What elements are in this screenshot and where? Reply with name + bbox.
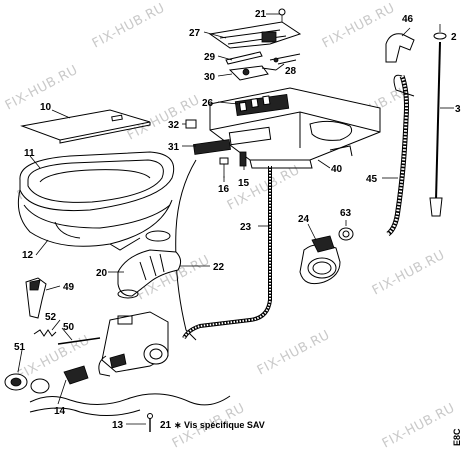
label-49: 49 — [63, 282, 75, 293]
label-21-top: 21 — [255, 9, 267, 20]
label-27: 27 — [189, 28, 201, 39]
label-16: 16 — [218, 184, 230, 195]
label-23: 23 — [240, 222, 252, 233]
part-21-bottom-screw — [147, 413, 153, 432]
part-24-bellows — [299, 235, 341, 285]
label-51: 51 — [14, 342, 26, 353]
label-30: 30 — [204, 72, 216, 83]
part-51-cap — [4, 373, 28, 391]
part-2-washer — [433, 32, 447, 40]
part-45-fill-hose — [386, 74, 415, 236]
part-20-pump-hose — [117, 230, 182, 299]
watermark: FIX-HUB.RU — [370, 248, 448, 299]
part-46-elbow — [385, 33, 415, 63]
label-45: 45 — [366, 174, 378, 185]
part-labels: 21 27 29 30 28 46 2 3 26 32 31 40 45 16 … — [14, 9, 461, 431]
part-63-nut — [338, 227, 354, 241]
corner-code: E8C — [452, 428, 462, 446]
watermark: FIX-HUB.RU — [380, 401, 458, 450]
part-52-spring — [33, 329, 57, 337]
part-23-drain-hose — [182, 166, 272, 339]
watermark: FIX-HUB.RU — [225, 163, 303, 214]
footnote-text: ∗ Vis spécifique SAV — [174, 420, 265, 430]
part-30-latch — [228, 65, 277, 81]
part-11-tub-ring — [19, 151, 175, 212]
part-21-top-screw — [278, 8, 286, 22]
part-10-lid-panel — [20, 109, 151, 144]
label-12: 12 — [22, 250, 34, 261]
label-21-bottom: 21 — [160, 420, 172, 431]
label-50: 50 — [63, 322, 75, 333]
watermark: FIX-HUB.RU — [90, 1, 168, 52]
label-20: 20 — [96, 268, 108, 279]
part-31-pressure-block — [193, 126, 272, 155]
label-31: 31 — [168, 142, 180, 153]
part-12-tub-body — [17, 189, 173, 251]
label-28: 28 — [285, 66, 297, 77]
part-3-rod — [429, 41, 443, 217]
label-2: 2 — [451, 32, 457, 43]
label-29: 29 — [204, 52, 216, 63]
part-40-control-housing — [209, 87, 381, 169]
part-28-clip — [269, 53, 301, 65]
part-26-switch-block — [234, 93, 290, 117]
part-27-top-plate — [208, 21, 302, 49]
label-13: 13 — [112, 420, 124, 431]
part-16-screw — [219, 157, 229, 178]
part-49-bracket — [25, 277, 47, 319]
label-22: 22 — [213, 262, 225, 273]
label-15: 15 — [238, 178, 250, 189]
part-15-plug — [239, 151, 247, 167]
part-14-pump-body — [29, 311, 231, 416]
label-40: 40 — [331, 164, 343, 175]
label-10: 10 — [40, 102, 52, 113]
label-24: 24 — [298, 214, 310, 225]
part-50-pin — [57, 337, 101, 345]
leader-lines — [17, 13, 454, 425]
part-22-hose — [175, 159, 197, 341]
label-26: 26 — [202, 98, 214, 109]
watermark: FIX-HUB.RU — [255, 328, 333, 379]
part-29-bar — [225, 51, 263, 65]
label-14: 14 — [54, 406, 66, 417]
label-32: 32 — [168, 120, 180, 131]
label-63: 63 — [340, 208, 352, 219]
label-46: 46 — [402, 14, 414, 25]
label-11: 11 — [24, 148, 35, 159]
label-3: 3 — [455, 104, 461, 115]
part-32-cap — [185, 119, 197, 129]
label-52: 52 — [45, 312, 57, 323]
